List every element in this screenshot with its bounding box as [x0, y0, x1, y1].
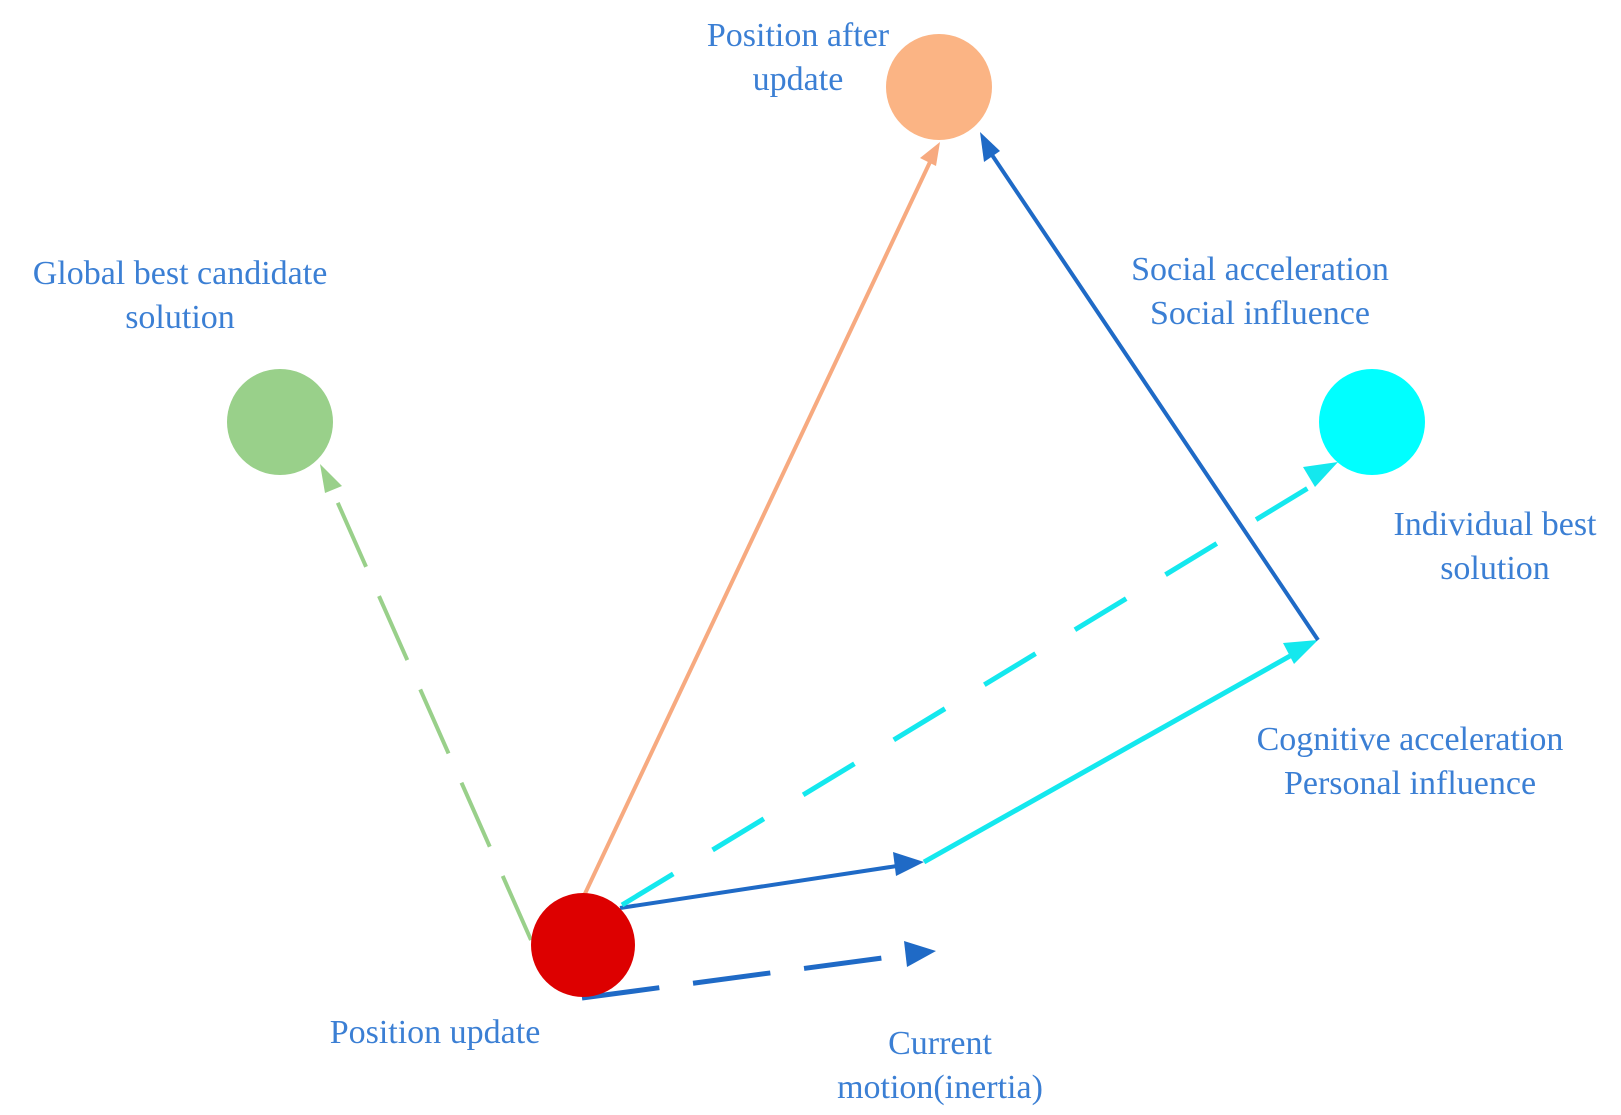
global-best-vector [320, 464, 533, 941]
position-after-update-node [886, 34, 992, 140]
inertia-vector [581, 941, 936, 1001]
social-arrowhead [980, 132, 1000, 162]
inertia-arrowhead [904, 941, 936, 967]
global-best-label: Global best candidate solution [32, 255, 328, 336]
update-path-vector [580, 142, 940, 901]
velocity-arrowhead [893, 852, 924, 876]
individual-best-vector [620, 462, 1338, 908]
update-path-arrowhead [920, 142, 940, 166]
social-vector [980, 132, 1320, 642]
position-update-label: Position update [329, 1014, 541, 1051]
velocity-vector [619, 852, 924, 910]
global-best-node [227, 369, 333, 475]
individual-best-node [1319, 369, 1425, 475]
cognitive-arrowhead [1283, 640, 1318, 664]
cognitive-vector [922, 640, 1318, 865]
individual-best-arrowhead [1303, 462, 1338, 487]
global-best-arrowhead [320, 464, 342, 493]
position-update-node [531, 893, 635, 997]
current-motion-label: Current motion(inertia) [837, 1025, 1043, 1106]
cognitive-acceleration-label: Cognitive acceleration Personal influenc… [1256, 721, 1564, 802]
position-after-update-label: Position after update [706, 17, 890, 98]
social-acceleration-label: Social acceleration Social influence [1131, 251, 1389, 332]
individual-best-label: Individual best solution [1393, 506, 1597, 587]
